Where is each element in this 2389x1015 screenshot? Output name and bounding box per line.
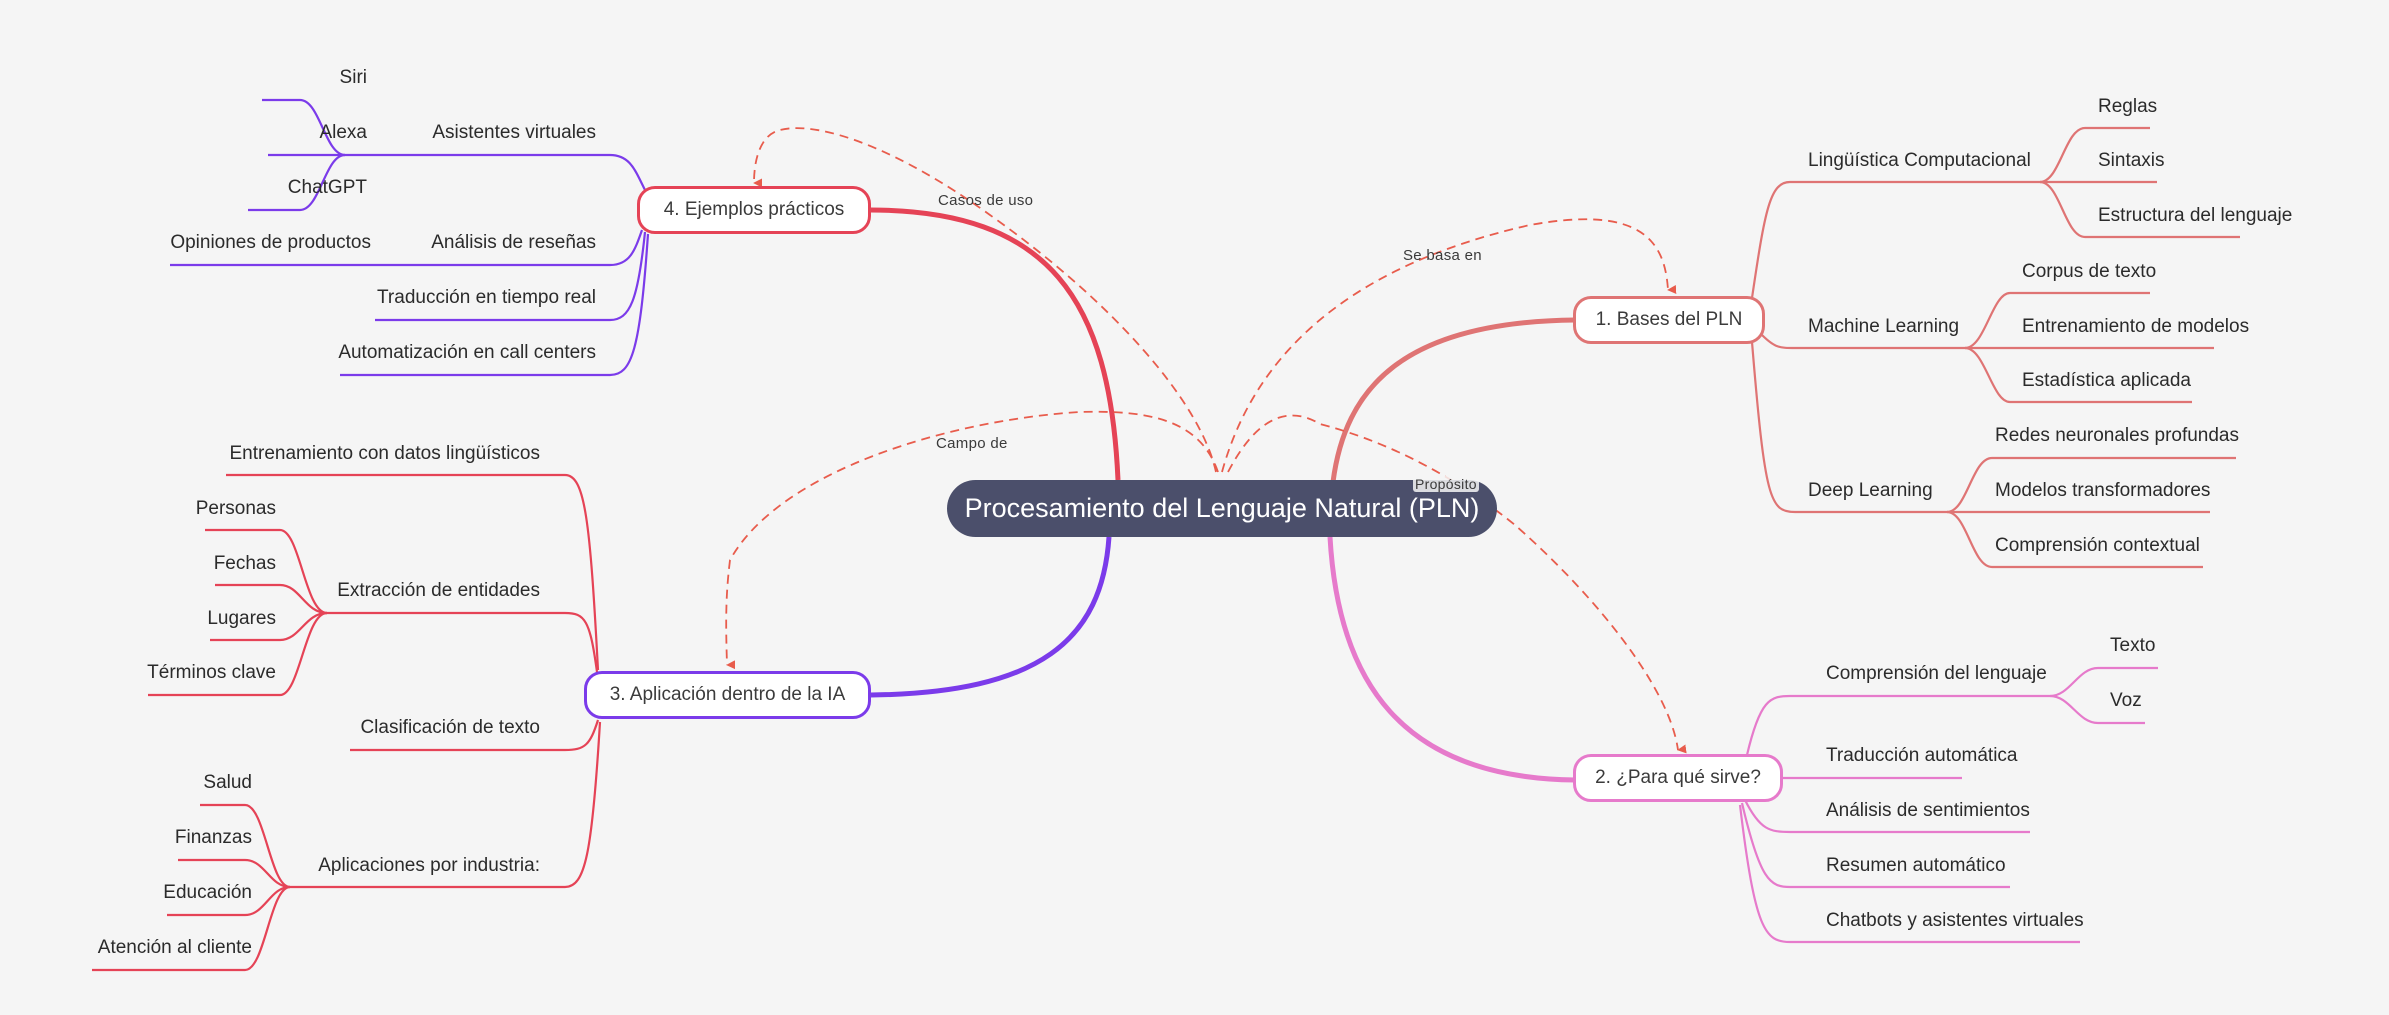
subtopic-analisis-de-sentimientos[interactable]: Análisis de sentimientos	[1826, 800, 2030, 821]
subtopic-modelos-transformadores[interactable]: Modelos transformadores	[1995, 480, 2211, 501]
subtopic-aplicaciones-por-industria[interactable]: Aplicaciones por industria:	[318, 855, 540, 876]
topic-label: 1. Bases del PLN	[1595, 309, 1743, 330]
bases-subtree-lines	[1750, 126, 2240, 569]
branch-connector-ejemplos	[869, 207, 1121, 481]
ejemplos-subtree-lines	[170, 98, 650, 377]
subtopic-salud[interactable]: Salud	[203, 772, 252, 793]
para-subtree-lines	[1738, 666, 2158, 944]
relationship-label-se-basa-en[interactable]: Se basa en	[1403, 247, 1482, 264]
subtopic-finanzas[interactable]: Finanzas	[174, 827, 252, 848]
subtopic-texto[interactable]: Texto	[2110, 635, 2156, 656]
subtopic-voz[interactable]: Voz	[2110, 690, 2142, 711]
subtopic-comprension-contextual[interactable]: Comprensión contextual	[1995, 535, 2200, 556]
subtopic-deep-learning[interactable]: Deep Learning	[1808, 480, 1933, 501]
subtopic-automatizacion-call-centers[interactable]: Automatización en call centers	[338, 342, 596, 363]
topic-label: 3. Aplicación dentro de la IA	[609, 684, 846, 705]
subtopic-reglas[interactable]: Reglas	[2098, 96, 2158, 117]
relationship-label-campo-de[interactable]: Campo de	[936, 435, 1008, 452]
subtopic-extraccion-de-entidades[interactable]: Extracción de entidades	[337, 580, 540, 601]
subtopic-atencion-al-cliente[interactable]: Atención al cliente	[97, 937, 252, 958]
subtopic-analisis-de-resenas[interactable]: Análisis de reseñas	[431, 232, 596, 253]
topic-label: 4. Ejemplos prácticos	[663, 199, 845, 220]
subtopic-entrenamiento-datos-linguisticos[interactable]: Entrenamiento con datos lingüísticos	[229, 443, 540, 464]
subtopic-resumen-automatico[interactable]: Resumen automático	[1826, 855, 2006, 876]
subtopic-siri[interactable]: Siri	[339, 67, 367, 88]
topic-aplicacion-ia[interactable]: 3. Aplicación dentro de la IA	[584, 671, 871, 719]
subtopic-comprension-del-lenguaje[interactable]: Comprensión del lenguaje	[1826, 663, 2047, 684]
subtopic-estructura-del-lenguaje[interactable]: Estructura del lenguaje	[2098, 205, 2293, 226]
subtopic-machine-learning[interactable]: Machine Learning	[1808, 316, 1960, 337]
subtopic-traduccion-automatica[interactable]: Traducción automática	[1826, 745, 2018, 766]
subtopic-asistentes-virtuales[interactable]: Asistentes virtuales	[432, 122, 596, 143]
central-topic-label: Procesamiento del Lenguaje Natural (PLN)	[964, 493, 1480, 523]
relationship-label-proposito[interactable]: Propósito	[1413, 476, 1479, 492]
subtopic-alexa[interactable]: Alexa	[319, 122, 367, 143]
subtopic-estadistica-aplicada[interactable]: Estadística aplicada	[2022, 370, 2191, 391]
subtopic-redes-neuronales-profundas[interactable]: Redes neuronales profundas	[1995, 425, 2240, 446]
subtopic-fechas[interactable]: Fechas	[213, 553, 276, 574]
central-topic[interactable]: Procesamiento del Lenguaje Natural (PLN)	[947, 480, 1497, 537]
subtopic-linguistica-computacional[interactable]: Lingüística Computacional	[1808, 150, 2031, 171]
branch-connector-para	[1327, 536, 1576, 783]
aplicacion-subtree-lines	[92, 473, 602, 972]
topic-para-que-sirve[interactable]: 2. ¿Para qué sirve?	[1573, 754, 1783, 802]
subtopic-entrenamiento-de-modelos[interactable]: Entrenamiento de modelos	[2022, 316, 2250, 337]
relationship-label-casos-de-uso[interactable]: Casos de uso	[938, 192, 1034, 209]
topic-label: 2. ¿Para qué sirve?	[1595, 767, 1761, 788]
subtopic-traduccion-en-tiempo-real[interactable]: Traducción en tiempo real	[377, 287, 596, 308]
subtopic-chatgpt[interactable]: ChatGPT	[287, 177, 367, 198]
topic-bases-del-pln[interactable]: 1. Bases del PLN	[1573, 296, 1765, 344]
topic-ejemplos-practicos[interactable]: 4. Ejemplos prácticos	[637, 186, 871, 234]
subtopic-educacion[interactable]: Educación	[163, 882, 252, 903]
subtopic-personas[interactable]: Personas	[195, 498, 276, 519]
subtopic-clasificacion-de-texto[interactable]: Clasificación de texto	[360, 717, 540, 738]
subtopic-terminos-clave[interactable]: Términos clave	[147, 662, 276, 683]
branch-connector-bases	[1330, 317, 1576, 483]
subtopic-sintaxis[interactable]: Sintaxis	[2098, 150, 2165, 171]
subtopic-opiniones-de-productos[interactable]: Opiniones de productos	[170, 232, 371, 253]
subtopic-chatbots[interactable]: Chatbots y asistentes virtuales	[1826, 910, 2084, 931]
subtopic-lugares[interactable]: Lugares	[207, 608, 276, 629]
branch-connector-aplicacion	[870, 536, 1112, 698]
subtopic-corpus-de-texto[interactable]: Corpus de texto	[2022, 261, 2157, 282]
